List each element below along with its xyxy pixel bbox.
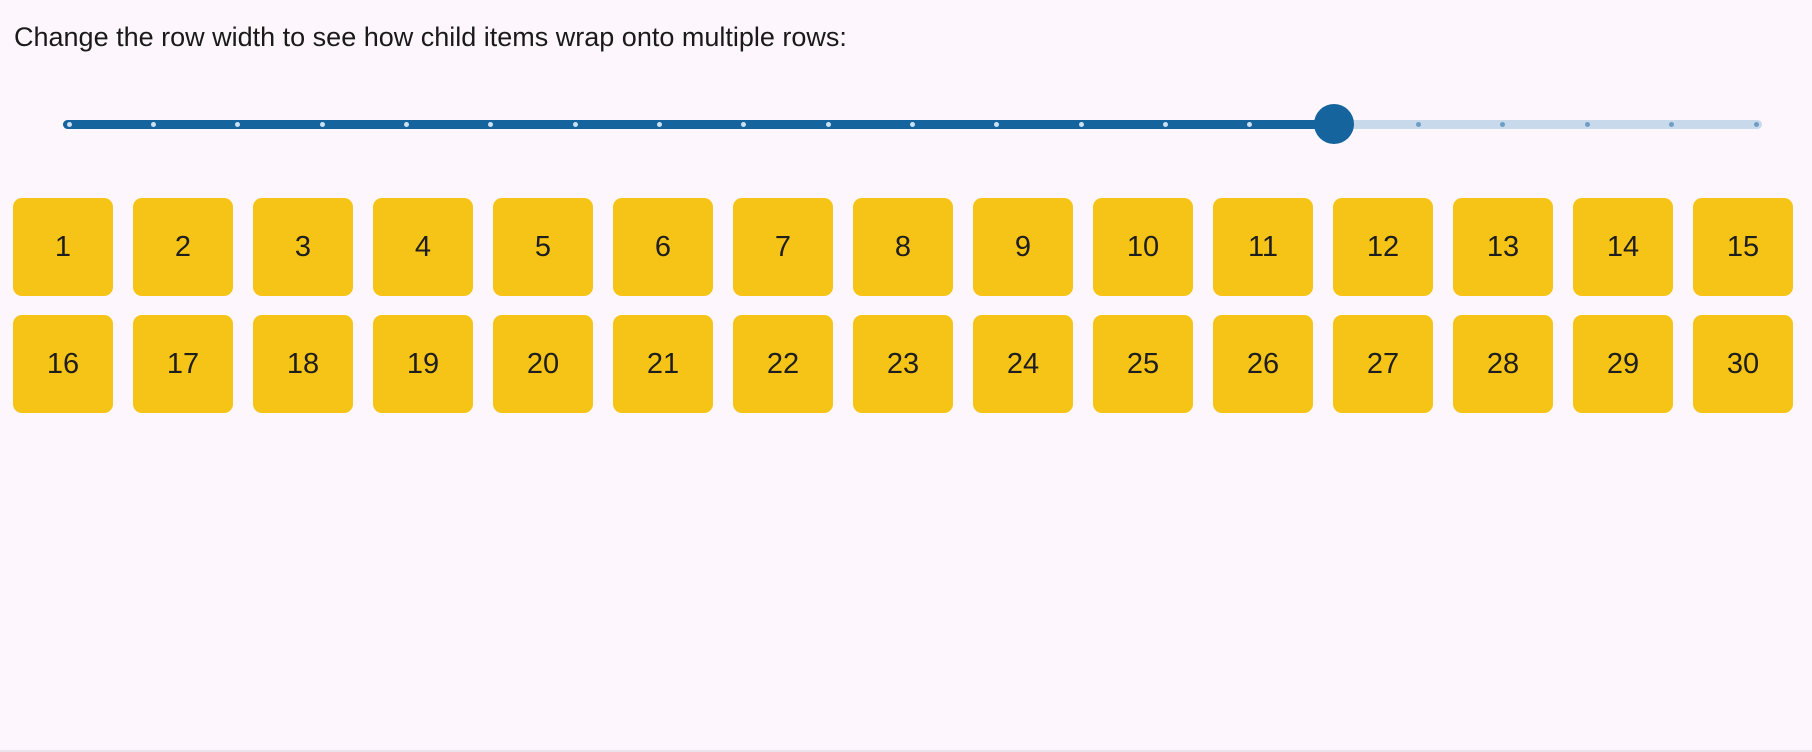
wrap-item: 2 — [133, 198, 233, 296]
wrap-item: 26 — [1213, 315, 1313, 413]
wrap-item: 14 — [1573, 198, 1673, 296]
wrap-item: 5 — [493, 198, 593, 296]
wrap-item: 12 — [1333, 198, 1433, 296]
wrap-item: 19 — [373, 315, 473, 413]
slider-tick — [1247, 122, 1253, 127]
slider-tick — [825, 122, 831, 127]
wrap-item: 23 — [853, 315, 953, 413]
wrap-item: 22 — [733, 315, 833, 413]
wrap-item: 1 — [13, 198, 113, 296]
wrap-item: 7 — [733, 198, 833, 296]
wrap-item: 11 — [1213, 198, 1313, 296]
wrap-item: 6 — [613, 198, 713, 296]
slider-tick — [994, 122, 1000, 127]
wrap-item: 25 — [1093, 315, 1193, 413]
slider-tick — [235, 122, 241, 127]
slider-tick — [910, 122, 915, 127]
window-bottom-edge — [0, 750, 1812, 752]
wrap-item: 15 — [1693, 198, 1793, 296]
slider-tick — [741, 122, 747, 127]
wrap-item: 21 — [613, 315, 713, 413]
slider-tick — [488, 122, 494, 127]
slider-tick — [150, 122, 156, 127]
wrap-item: 24 — [973, 315, 1073, 413]
slider-tick — [1416, 122, 1422, 127]
wrap-item: 3 — [253, 198, 353, 296]
row-width-slider[interactable] — [0, 0, 1812, 160]
slider-tick — [1163, 122, 1169, 127]
wrap-item: 4 — [373, 198, 473, 296]
slider-tick — [66, 122, 72, 127]
wrap-item: 17 — [133, 315, 233, 413]
wrap-item: 16 — [13, 315, 113, 413]
wrap-item: 13 — [1453, 198, 1553, 296]
slider-tick — [1753, 122, 1759, 127]
wrap-item: 9 — [973, 198, 1073, 296]
wrap-item: 30 — [1693, 315, 1793, 413]
wrap-item: 10 — [1093, 198, 1193, 296]
wrap-item: 29 — [1573, 315, 1673, 413]
slider-tick — [656, 122, 662, 127]
slider-tick — [1669, 122, 1675, 127]
wrap-item: 18 — [253, 315, 353, 413]
slider-tick — [572, 122, 578, 127]
slider-tick — [319, 122, 325, 127]
wrap-item: 20 — [493, 315, 593, 413]
slider-fill[interactable] — [63, 120, 1335, 129]
wrap-item: 8 — [853, 198, 953, 296]
page-title: Change the row width to see how child it… — [14, 22, 847, 52]
wrap-item: 28 — [1453, 315, 1553, 413]
slider-tick — [403, 122, 409, 127]
wrap-item: 27 — [1333, 315, 1433, 413]
slider-tick — [1078, 122, 1084, 127]
slider-tick — [1500, 122, 1506, 127]
slider-thumb[interactable] — [1314, 104, 1355, 144]
slider-tick — [1584, 122, 1590, 127]
